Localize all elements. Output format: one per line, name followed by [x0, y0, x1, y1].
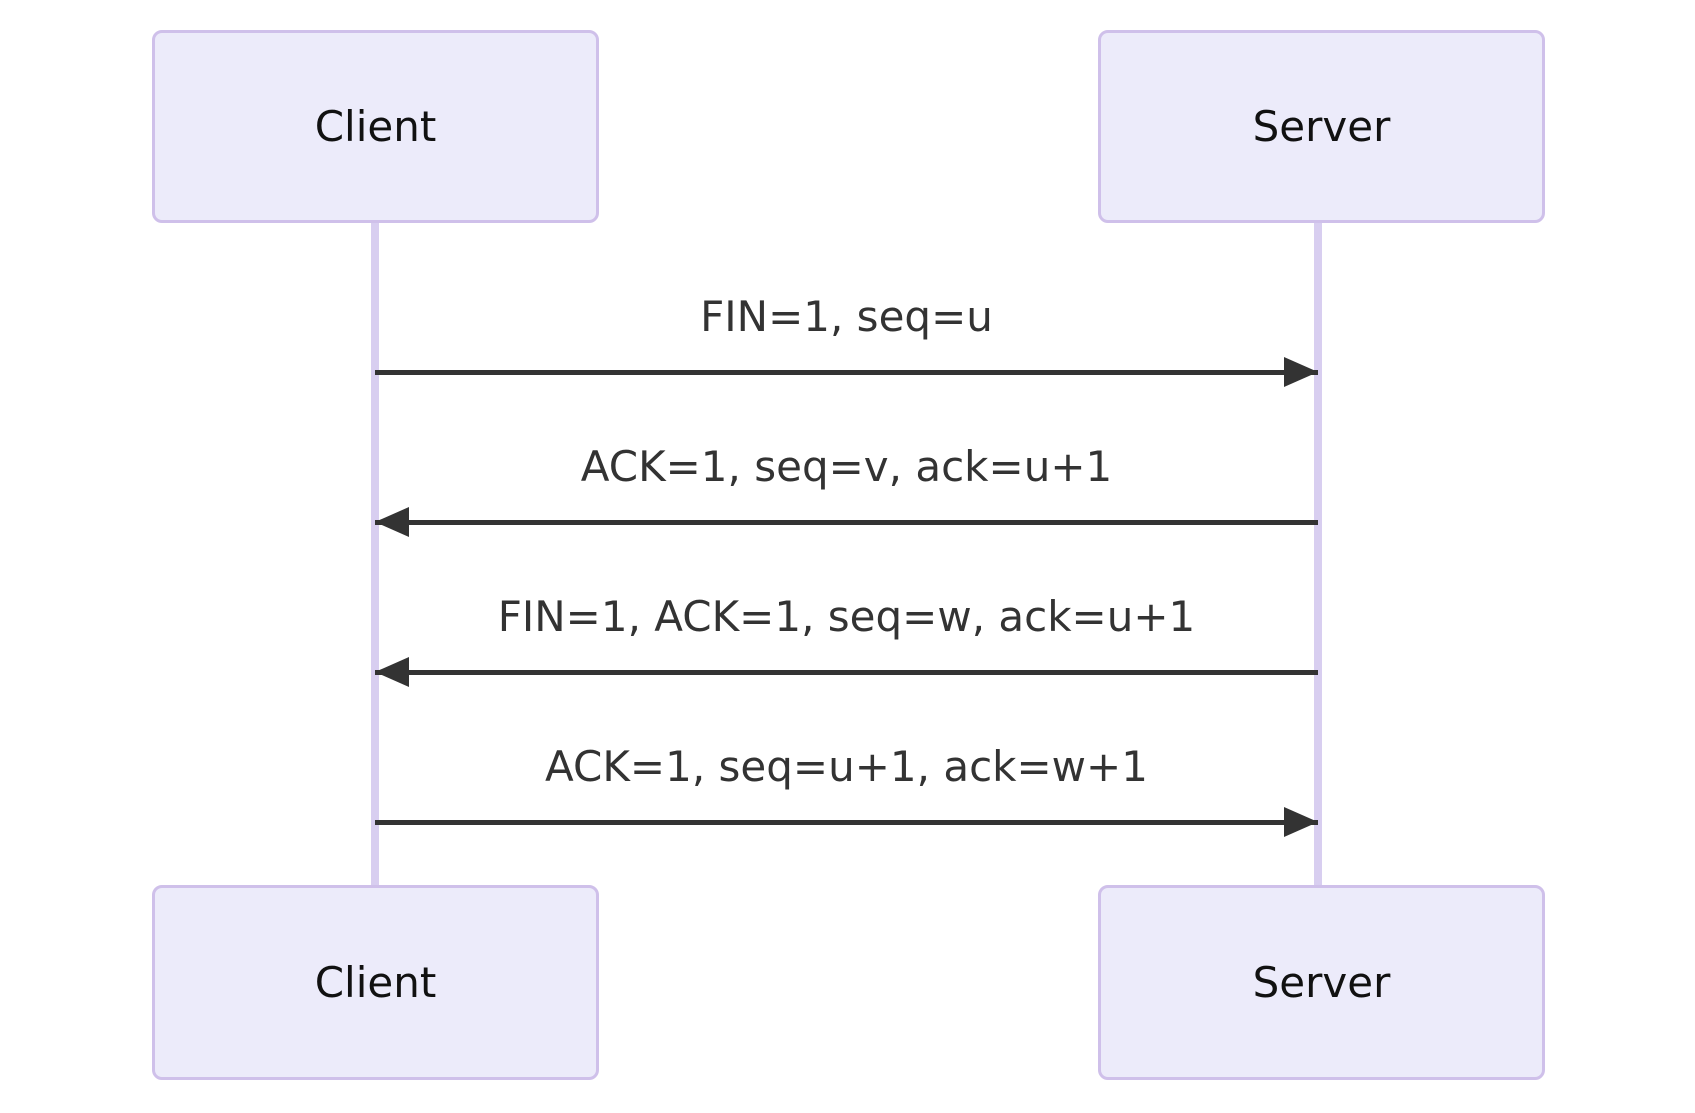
actor-server-bottom-label: Server — [1252, 958, 1391, 1007]
message-2-line — [375, 520, 1318, 525]
arrowhead-right-icon — [1284, 807, 1318, 837]
arrowhead-left-icon — [375, 657, 409, 687]
actor-server-top: Server — [1098, 30, 1545, 223]
actor-server-top-label: Server — [1252, 102, 1391, 151]
message-1-line — [375, 370, 1318, 375]
lifeline-client — [371, 223, 379, 885]
message-1-label: FIN=1, seq=u — [700, 292, 993, 341]
actor-client-bottom: Client — [152, 885, 599, 1080]
message-4-label: ACK=1, seq=u+1, ack=w+1 — [545, 742, 1148, 791]
message-4-line — [375, 820, 1318, 825]
actor-client-bottom-label: Client — [314, 958, 437, 1007]
message-3-label: FIN=1, ACK=1, seq=w, ack=u+1 — [497, 592, 1196, 641]
actor-server-bottom: Server — [1098, 885, 1545, 1080]
arrowhead-left-icon — [375, 507, 409, 537]
actor-client-top-label: Client — [314, 102, 437, 151]
message-2-label: ACK=1, seq=v, ack=u+1 — [580, 442, 1113, 491]
message-3-line — [375, 670, 1318, 675]
actor-client-top: Client — [152, 30, 599, 223]
arrowhead-right-icon — [1284, 357, 1318, 387]
lifeline-server — [1314, 223, 1322, 885]
